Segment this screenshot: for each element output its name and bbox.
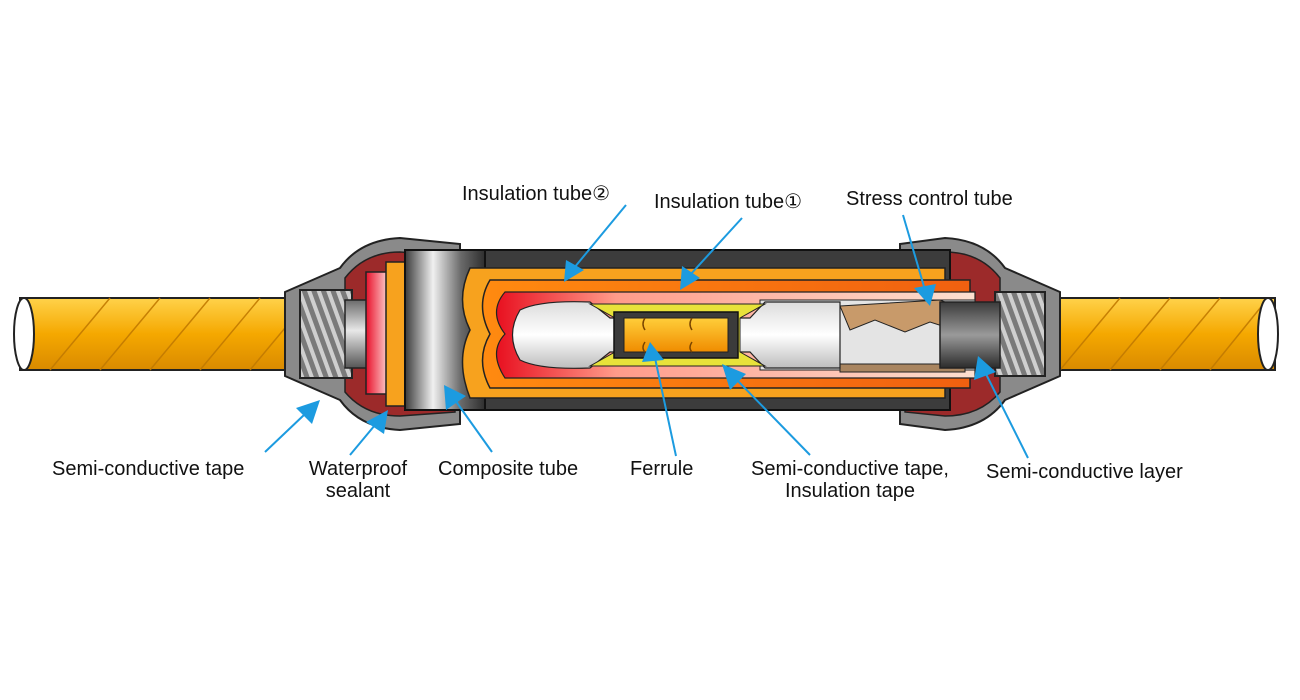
thread-right: [994, 291, 1046, 377]
arrow-composite-tube: [454, 399, 493, 453]
callout-arrows: [264, 204, 1029, 459]
label-composite-tube: Composite tube: [438, 458, 579, 480]
arrow-waterproof-sealant: [349, 424, 376, 456]
left-red-ring: [365, 271, 389, 395]
right-cable: [1044, 297, 1279, 371]
arrow-semi-tape-insulation: [734, 377, 811, 456]
label-waterproof-line2: sealant: [325, 480, 391, 502]
arrow-insulation-tube-2: [573, 204, 627, 269]
arrow-insulation-tube-1: [689, 217, 743, 276]
arrow-stress-control-tube: [902, 214, 926, 291]
label-waterproof-line1: Waterproof: [308, 458, 408, 480]
label-ferrule: Ferrule: [630, 458, 694, 480]
label-waterproof-sealant: Waterproof sealant: [296, 458, 420, 502]
arrow-ferrule: [654, 357, 677, 457]
label-stress-control-tube: Stress control tube: [846, 188, 1013, 210]
label-semi-conductive-tape: Semi-conductive tape: [52, 458, 245, 480]
right-semi-conductive-layer: [939, 301, 1001, 369]
label-semi-conductive-layer: Semi-conductive layer: [986, 461, 1183, 483]
thread-left: [299, 289, 353, 379]
arrow-semi-conductive-tape: [264, 413, 306, 453]
label-insulation-tube-2: Insulation tube②: [462, 183, 611, 205]
label-semi-tape-line2: Insulation tape: [784, 480, 916, 502]
label-semi-tape-line1: Semi-conductive tape,: [751, 458, 949, 480]
arrow-semi-conductive-layer: [984, 371, 1029, 459]
left-cable: [13, 297, 321, 371]
label-semi-tape-insulation: Semi-conductive tape, Insulation tape: [728, 458, 972, 502]
label-insulation-tube-1: Insulation tube①: [654, 191, 803, 213]
ferrule: [623, 317, 729, 353]
